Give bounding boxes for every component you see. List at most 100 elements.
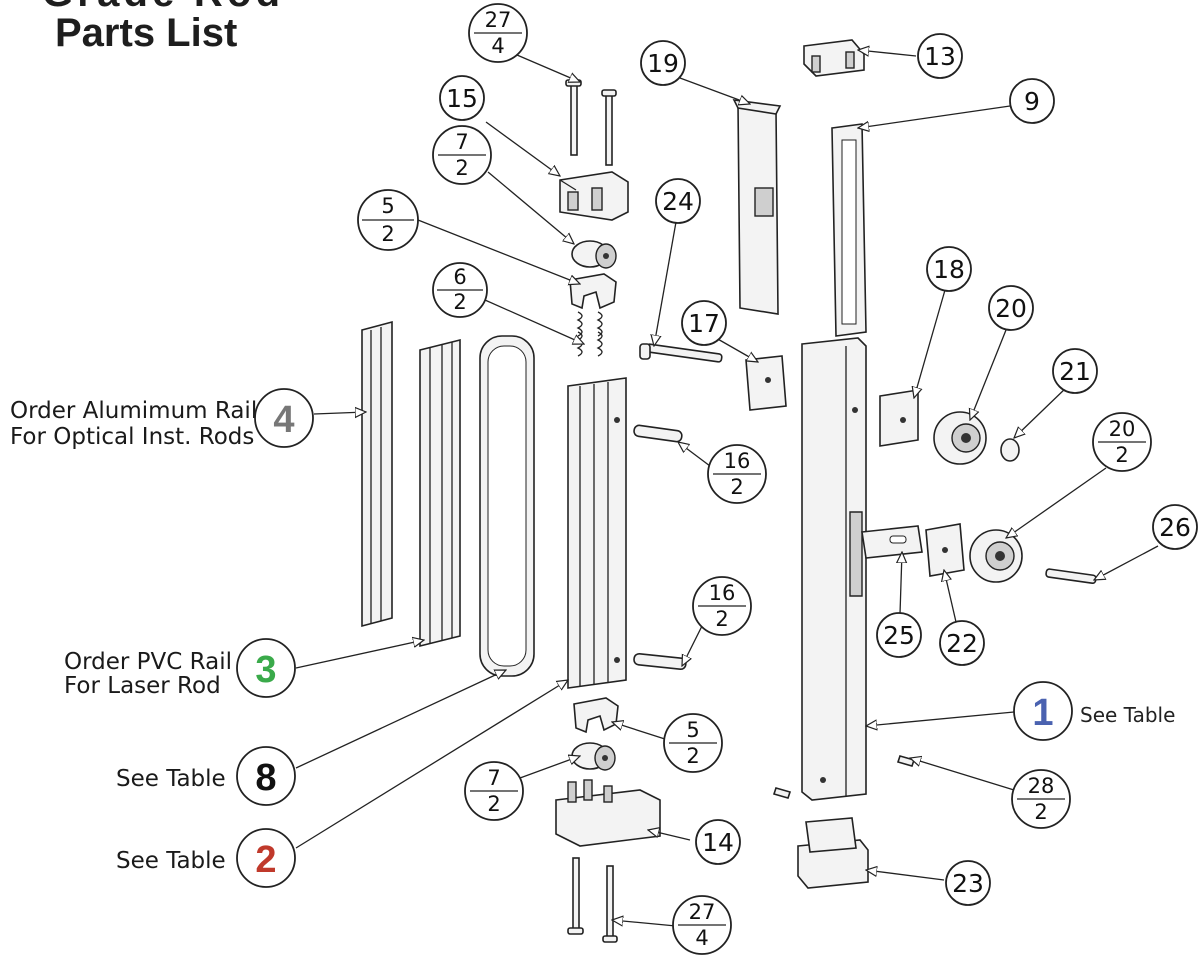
callout-21: 21 xyxy=(1052,348,1098,394)
fraction-16-2-upper-den: 2 xyxy=(730,475,743,499)
see-table-label-1: See Table xyxy=(1080,703,1175,727)
top-cap-part xyxy=(559,171,629,221)
washer-part xyxy=(1000,438,1020,462)
fraction-16-2-lower-num: 16 xyxy=(709,581,736,605)
fraction-28-2-num: 28 xyxy=(1028,774,1055,798)
callout-23: 23 xyxy=(945,860,991,906)
callout-2-text: 2 xyxy=(255,839,276,881)
screw-bottom-pair xyxy=(567,857,618,943)
callout-17: 17 xyxy=(681,300,727,346)
callout-13-text: 13 xyxy=(924,42,956,71)
callout-18: 18 xyxy=(926,246,972,292)
fraction-7-2-top: 7 2 xyxy=(432,125,492,185)
fraction-7-2-bottom: 7 2 xyxy=(464,761,524,821)
fraction-27-4-bottom-den: 4 xyxy=(695,926,708,950)
callout-24-text: 24 xyxy=(662,187,694,216)
callout-19: 19 xyxy=(640,40,686,86)
see-table-label-2: See Table xyxy=(116,848,226,874)
title-line1: Grade Rod xyxy=(42,0,280,15)
end-cap-part xyxy=(803,39,865,77)
foot-part xyxy=(797,817,869,889)
callout-18-text: 18 xyxy=(933,255,965,284)
clip-plate-part xyxy=(879,389,919,447)
fraction-27-4-bottom-num: 27 xyxy=(689,900,716,924)
slide-plate-part xyxy=(732,99,782,315)
see-table-label-8: See Table xyxy=(116,766,226,792)
aluminum-rail-label-line2: For Optical Inst. Rods xyxy=(10,424,254,450)
inner-slide-part xyxy=(831,123,867,337)
fraction-6-2-num: 6 xyxy=(453,265,466,289)
roller-top-part xyxy=(571,240,617,269)
callout-24: 24 xyxy=(655,178,701,224)
callout-22: 22 xyxy=(939,620,985,666)
fraction-5-2-bottom-num: 5 xyxy=(686,718,699,742)
fraction-27-4-top-num: 27 xyxy=(485,8,512,32)
callout-1: 1 xyxy=(1013,681,1073,741)
fraction-16-2-lower-den: 2 xyxy=(715,607,728,631)
clip-top-part xyxy=(569,273,617,310)
callout-15: 15 xyxy=(439,75,485,121)
callout-2: 2 xyxy=(236,828,296,888)
callout-26: 26 xyxy=(1152,504,1198,550)
fraction-5-2-bottom-den: 2 xyxy=(686,744,699,768)
fraction-16-2-lower: 16 2 xyxy=(692,576,752,636)
callout-4-text: 4 xyxy=(273,399,294,441)
knob-lower-part xyxy=(969,529,1023,583)
aluminum-rail-label-line1: Order Alumimum Rail xyxy=(10,398,257,424)
callout-21-text: 21 xyxy=(1059,357,1091,386)
fraction-16-2-upper-num: 16 xyxy=(724,449,751,473)
fraction-7-2-top-den: 2 xyxy=(455,156,468,180)
callout-19-text: 19 xyxy=(647,49,679,78)
fraction-27-4-top: 27 4 xyxy=(468,3,528,63)
bolt-part xyxy=(1045,568,1097,584)
fraction-7-2-top-num: 7 xyxy=(455,130,468,154)
fraction-20-2-den: 2 xyxy=(1115,443,1128,467)
fraction-6-2-den: 2 xyxy=(453,290,466,314)
callout-1-text: 1 xyxy=(1032,692,1053,734)
fraction-28-2-den: 2 xyxy=(1034,800,1047,824)
fraction-27-4-bottom: 27 4 xyxy=(672,895,732,955)
callout-9: 9 xyxy=(1009,78,1055,124)
title-line2: Parts List xyxy=(55,11,237,55)
fraction-20-2-num: 20 xyxy=(1109,417,1136,441)
fraction-27-4-top-den: 4 xyxy=(491,34,504,58)
block-part xyxy=(925,523,965,577)
fraction-7-2-bottom-den: 2 xyxy=(487,792,500,816)
callout-14-text: 14 xyxy=(702,828,734,857)
fraction-28-2: 28 2 xyxy=(1011,769,1071,829)
fraction-5-2-bottom: 5 2 xyxy=(663,713,723,773)
pin-upper-part xyxy=(633,424,683,443)
aluminum-rail-part xyxy=(361,320,461,648)
callout-23-text: 23 xyxy=(952,869,984,898)
callout-8-text: 8 xyxy=(255,757,276,799)
callout-3-text: 3 xyxy=(255,649,276,691)
callout-20: 20 xyxy=(988,285,1034,331)
knob-upper-part xyxy=(933,411,987,465)
callout-8: 8 xyxy=(236,746,296,806)
callout-13: 13 xyxy=(917,33,963,79)
callout-25: 25 xyxy=(876,612,922,658)
fraction-5-2-top: 5 2 xyxy=(357,189,419,251)
pvc-tube-part xyxy=(479,335,535,677)
callout-9-text: 9 xyxy=(1024,87,1040,116)
callout-25-text: 25 xyxy=(883,621,915,650)
fraction-6-2: 6 2 xyxy=(432,262,488,318)
fraction-7-2-bottom-num: 7 xyxy=(487,766,500,790)
pvc-rail-label-line1: Order PVC Rail xyxy=(64,649,232,675)
screw-top-pair xyxy=(565,79,617,166)
springs-part xyxy=(576,311,603,357)
clip-bottom-part xyxy=(573,697,619,734)
bottom-cap-part xyxy=(555,779,661,847)
fraction-20-2: 20 2 xyxy=(1092,412,1152,472)
callout-17-text: 17 xyxy=(688,309,720,338)
fraction-16-2-upper: 16 2 xyxy=(707,444,767,504)
fraction-5-2-top-num: 5 xyxy=(381,194,394,218)
callout-3: 3 xyxy=(236,638,296,698)
callout-20-text: 20 xyxy=(995,294,1027,323)
callout-15-text: 15 xyxy=(446,84,478,113)
callout-14: 14 xyxy=(695,819,741,865)
bracket-plate-part xyxy=(861,525,923,559)
long-pin-part xyxy=(639,343,723,363)
callout-22-text: 22 xyxy=(946,629,978,658)
callout-4: 4 xyxy=(254,388,314,448)
